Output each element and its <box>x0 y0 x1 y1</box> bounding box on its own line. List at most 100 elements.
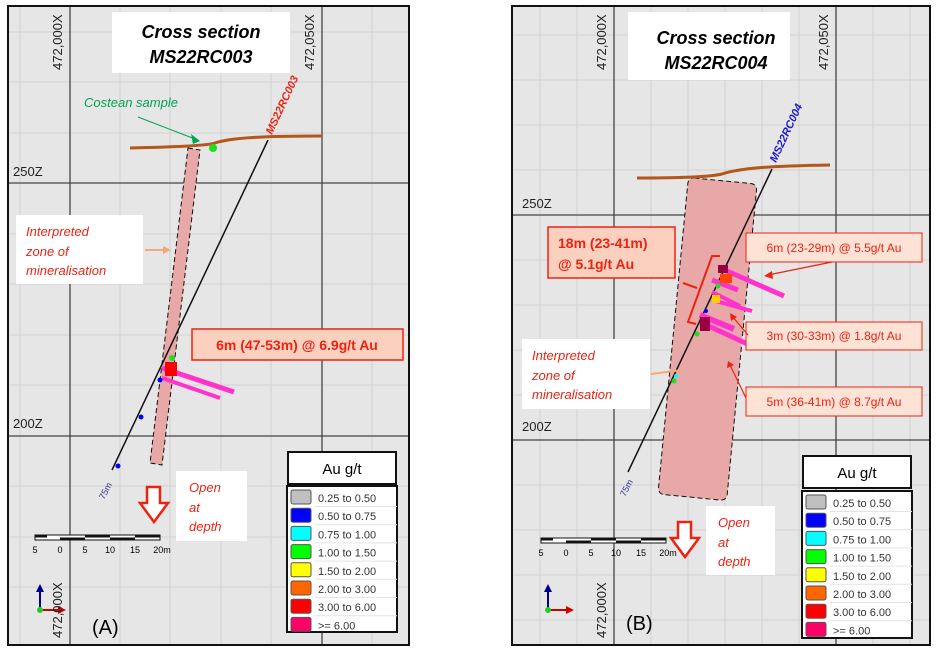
grid-label-250z: 250Z <box>13 164 43 179</box>
interp-box <box>16 215 143 284</box>
arrow-head <box>764 271 773 279</box>
title-line1: Cross section <box>656 28 775 48</box>
costean-sample-point <box>209 144 217 152</box>
scale-tick: 10 <box>611 548 621 558</box>
axis-label: 472,000X <box>50 582 65 638</box>
mineralisation-zone <box>149 147 201 466</box>
axis-triad-icon <box>36 584 66 614</box>
drillhole-trace <box>111 139 269 471</box>
scale-bar: 5 0 5 10 15 20m <box>32 534 171 555</box>
legend-label: 0.50 to 0.75 <box>833 516 891 528</box>
arrow-head <box>727 361 734 368</box>
legend-label: 0.50 to 0.75 <box>318 511 376 523</box>
interp-text: zone of <box>25 244 70 259</box>
legend: Au g/t 0.25 to 0.50 0.50 to 0.75 0.75 to 1… <box>801 455 913 639</box>
legend: Au g/t 0.25 to 0.50 0.50 to 0.75 0.75 to 1… <box>286 451 398 633</box>
scale-tick: 15 <box>636 548 646 558</box>
legend-swatch <box>805 603 827 619</box>
open-text: Open <box>189 480 221 495</box>
bracket-tick <box>682 282 698 289</box>
scale-tick: 5 <box>82 545 87 555</box>
title-box <box>628 12 790 80</box>
legend-label: >= 6.00 <box>318 620 355 632</box>
legend-title: Au g/t <box>837 465 877 482</box>
intercept-text: 3m (30-33m) @ 1.8g/t Au <box>767 329 902 343</box>
topography-line <box>129 134 323 150</box>
interp-text: Interpreted <box>26 224 90 239</box>
costean-arrow <box>137 116 196 140</box>
intercept-text: 5m (36-41m) @ 8.7g/t Au <box>767 395 902 409</box>
title-box <box>112 12 290 73</box>
legend-label: 3.00 to 6.00 <box>833 607 891 619</box>
scale-tick: 5 <box>538 548 543 558</box>
scale-tick: 0 <box>563 548 568 558</box>
legend-label: 1.00 to 1.50 <box>833 553 891 565</box>
interp-text: mineralisation <box>26 263 106 278</box>
scale-tick: 10 <box>105 545 115 555</box>
open-box <box>706 506 775 575</box>
scale-tick: 20m <box>659 548 677 558</box>
summary-text: @ 5.1g/t Au <box>558 256 634 272</box>
open-text: depth <box>718 554 751 569</box>
scale-tick: 15 <box>130 545 140 555</box>
assay-intervals <box>115 355 235 469</box>
legend-swatch <box>805 621 827 637</box>
grid-label-200z: 200Z <box>522 419 552 434</box>
arrow-head <box>730 313 737 321</box>
legend-label: 2.00 to 3.00 <box>833 589 891 601</box>
legend-swatch <box>805 494 827 510</box>
legend-label: 0.75 to 1.00 <box>833 534 891 546</box>
grid-label-x2: 472,050X <box>816 14 831 70</box>
open-text: at <box>189 500 201 515</box>
scale-tick: 20m <box>153 545 171 555</box>
axis-triad-icon <box>544 584 574 614</box>
costean-label: Costean sample <box>84 95 178 110</box>
title-line2: MS22RC004 <box>664 53 767 73</box>
legend-label: 0.25 to 0.50 <box>318 493 376 505</box>
legend-label: 0.25 to 0.50 <box>833 498 891 510</box>
grid-label-x1: 472,000X <box>594 14 609 70</box>
intercept-box <box>191 328 404 361</box>
legend-swatch <box>805 567 827 583</box>
grid-label-250z: 250Z <box>522 196 552 211</box>
legend-title: Au g/t <box>322 461 362 478</box>
legend-swatch <box>805 549 827 565</box>
legend-label: >= 6.00 <box>833 625 870 637</box>
interp-box <box>522 339 650 409</box>
assay-intervals <box>671 265 786 384</box>
summary-text: 18m (23-41m) <box>558 235 648 251</box>
legend-label: 0.75 to 1.00 <box>318 529 376 541</box>
intercept-text: 6m (23-29m) @ 5.5g/t Au <box>767 241 902 255</box>
legend-label: 1.00 to 1.50 <box>318 548 376 560</box>
scale-bar: 5 0 5 10 15 20m <box>538 537 677 558</box>
down-arrow-icon <box>137 485 171 525</box>
topography-line <box>636 163 831 180</box>
legend-swatch <box>290 616 312 632</box>
down-arrow-icon <box>668 520 702 560</box>
intercept-box <box>745 321 923 351</box>
legend-swatch <box>290 489 312 505</box>
title-line1: Cross section <box>141 22 260 42</box>
costean-arrow-head <box>191 134 200 144</box>
panel-label: (A) <box>92 617 119 639</box>
legend-label: 1.50 to 2.00 <box>318 566 376 578</box>
interp-text: Interpreted <box>532 348 596 363</box>
axis-label: 472,000X <box>594 582 609 638</box>
legend-swatch <box>290 580 312 596</box>
summary-box <box>547 226 676 279</box>
scale-tick: 0 <box>57 545 62 555</box>
scale-tick: 5 <box>32 545 37 555</box>
callout-arrows <box>729 261 833 399</box>
legend-swatch <box>290 544 312 560</box>
bracket <box>686 255 720 325</box>
legend-label: 1.50 to 2.00 <box>833 571 891 583</box>
grid-label-x2: 472,050X <box>302 14 317 70</box>
scale-tick: 5 <box>588 548 593 558</box>
intercept-box <box>745 386 923 417</box>
interp-arrow <box>650 369 683 375</box>
legend-swatch <box>805 585 827 601</box>
legend-swatch <box>290 562 312 578</box>
open-text: at <box>718 535 730 550</box>
legend-label: 2.00 to 3.00 <box>318 584 376 596</box>
